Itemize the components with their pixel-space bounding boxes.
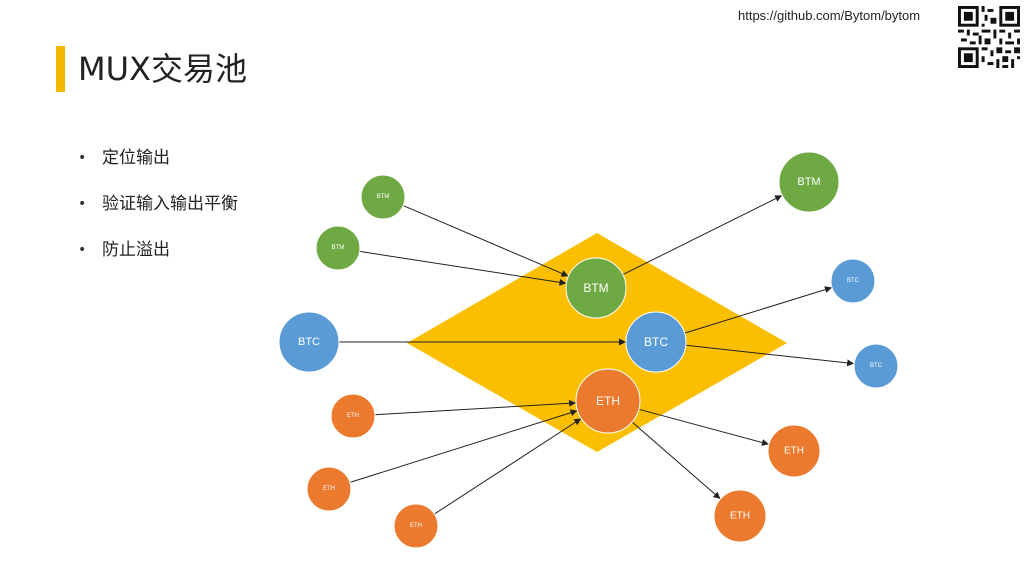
- output-circle: [767, 424, 821, 478]
- output-circle: [713, 489, 767, 543]
- flow-arrow: [434, 418, 582, 515]
- input-circle: [315, 225, 361, 271]
- bullet-text: 定位输出: [102, 148, 170, 168]
- flow-arrow: [622, 194, 783, 276]
- flow-arrows: [339, 194, 855, 515]
- input-circle: [278, 311, 340, 373]
- flow-arrow: [684, 286, 833, 334]
- output-node-eth: ETH: [767, 424, 821, 478]
- flow-arrow: [374, 399, 577, 416]
- output-circle: [853, 343, 899, 389]
- input-node-eth: ETH: [306, 466, 352, 512]
- flow-arrow: [685, 344, 855, 367]
- input-label: BTM: [332, 245, 345, 251]
- input-circle: [393, 503, 439, 549]
- output-node-btc: BTC: [830, 258, 876, 304]
- input-label: BTC: [298, 336, 320, 348]
- hub-node-btc: BTC: [625, 311, 687, 373]
- output-label: BTM: [797, 176, 820, 188]
- bullet-item: • 定位输出: [74, 144, 238, 190]
- bullet-list: • 定位输出 • 验证输入输出平衡 • 防止溢出: [74, 144, 238, 282]
- flow-arrow: [631, 421, 721, 500]
- input-node-eth: ETH: [393, 503, 439, 549]
- input-node-eth: ETH: [330, 393, 376, 439]
- bullet-dot-icon: •: [78, 150, 87, 166]
- hub-label: BTM: [583, 281, 608, 295]
- input-label: ETH: [323, 486, 335, 492]
- output-node-eth: ETH: [713, 489, 767, 543]
- repo-url[interactable]: https://github.com/Bytom/bytom: [738, 8, 921, 23]
- hub-label: BTC: [644, 335, 668, 349]
- input-label: ETH: [410, 523, 422, 529]
- flow-arrow: [349, 409, 578, 483]
- input-label: BTM: [377, 194, 390, 200]
- page-title: MUX交易池: [78, 50, 247, 88]
- input-circle: [330, 393, 376, 439]
- hub-circle: [575, 368, 641, 434]
- output-label: ETH: [784, 446, 804, 457]
- input-node-btm: BTM: [315, 225, 361, 271]
- input-label: ETH: [347, 413, 359, 419]
- input-circle: [360, 174, 406, 220]
- bullet-dot-icon: •: [78, 242, 87, 258]
- title-accent-bar: [56, 46, 65, 92]
- input-circle: [306, 466, 352, 512]
- bullet-text: 验证输入输出平衡: [102, 194, 238, 214]
- output-circle: [778, 151, 840, 213]
- hub-node-btm: BTM: [565, 257, 627, 319]
- hub-circle: [625, 311, 687, 373]
- qr-code-icon: [958, 6, 1020, 68]
- bullet-item: • 防止溢出: [74, 236, 238, 282]
- input-node-btc: BTC: [278, 311, 340, 373]
- asset-nodes: BTM BTM BTC ETH ETH ETH BTM BTC ETH BTM BTC BTC ETH E…: [278, 151, 899, 549]
- flow-arrow: [638, 408, 770, 446]
- flow-arrow: [403, 205, 569, 277]
- hub-circle: [565, 257, 627, 319]
- bullet-dot-icon: •: [78, 196, 87, 212]
- input-node-btm: BTM: [360, 174, 406, 220]
- output-node-btc: BTC: [853, 343, 899, 389]
- hub-node-eth: ETH: [575, 368, 641, 434]
- output-node-btm: BTM: [778, 151, 840, 213]
- flow-arrow: [359, 250, 567, 286]
- output-label: BTC: [870, 363, 883, 369]
- output-label: ETH: [730, 511, 750, 522]
- bullet-text: 防止溢出: [102, 240, 170, 260]
- output-label: BTC: [847, 278, 860, 284]
- bullet-item: • 验证输入输出平衡: [74, 190, 238, 236]
- output-circle: [830, 258, 876, 304]
- hub-label: ETH: [596, 394, 620, 408]
